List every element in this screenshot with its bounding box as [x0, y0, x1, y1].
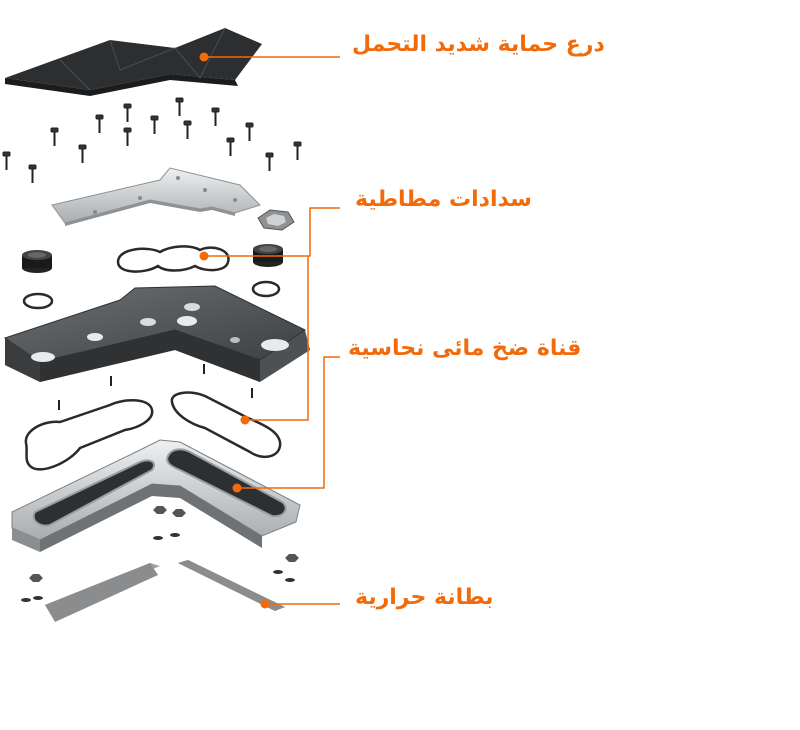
aluminum-plate-icon — [51, 167, 261, 226]
nuts-washers-icon — [21, 506, 299, 602]
leader-line-copper — [237, 356, 340, 489]
hex-cap-icon — [257, 209, 295, 231]
callout-copper-channel-label: قناة ضخ مائى نحاسية — [348, 336, 582, 361]
water-channel-block-icon — [3, 285, 310, 382]
callout-thermal-pad-label: بطانة حرارية — [355, 585, 494, 610]
leader-line-seals-upper — [204, 207, 340, 257]
thermal-pads-icon — [45, 560, 285, 622]
leader-dots — [199, 52, 270, 609]
screws-icon — [2, 97, 302, 183]
upper-gasket-icon — [116, 245, 230, 273]
rubber-plug-left-icon — [22, 250, 52, 273]
lower-gaskets-icon — [24, 391, 282, 471]
small-screws-icon — [58, 364, 253, 410]
leader-lines — [204, 56, 340, 605]
o-rings-icon — [22, 280, 281, 310]
shield-plate-icon — [5, 27, 262, 96]
callout-seals-label: سدادات مطاطية — [355, 187, 532, 212]
leader-line-seals-lower — [245, 256, 309, 421]
callout-shield-label: درع حماية شديد التحمل — [352, 32, 605, 57]
cold-plate-icon — [11, 439, 301, 552]
